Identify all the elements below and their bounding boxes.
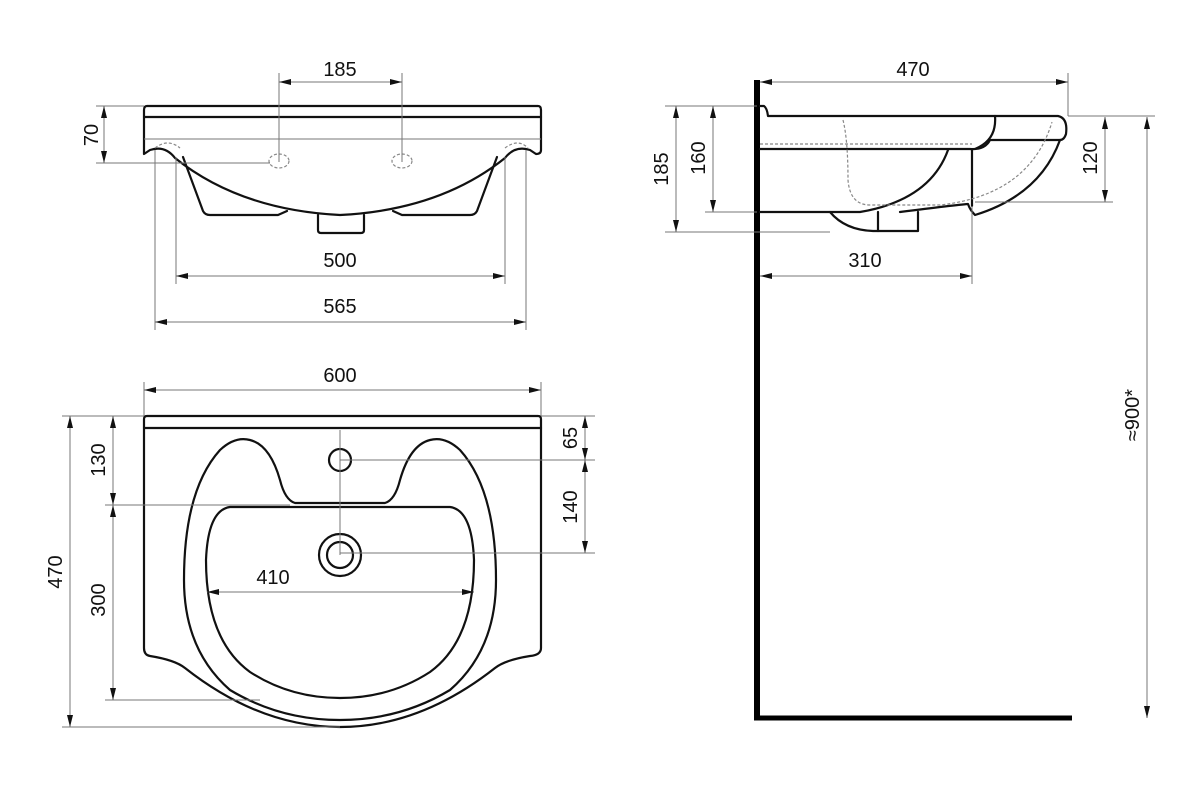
dim-tap-to-drain: 140 bbox=[560, 490, 582, 523]
dim-inner-width: 500 bbox=[323, 250, 356, 272]
dim-side-depth: 470 bbox=[896, 59, 929, 81]
dim-overall-depth: 470 bbox=[45, 555, 67, 588]
dim-mount-width: 565 bbox=[323, 296, 356, 318]
dim-total-height: 185 bbox=[651, 152, 673, 185]
dim-rim-height: 70 bbox=[81, 124, 103, 146]
dim-overall-width: 600 bbox=[323, 365, 356, 387]
dim-front-height: 120 bbox=[1080, 141, 1102, 174]
dim-bracket-depth: 310 bbox=[848, 250, 881, 272]
side-view: 470 185 160 120 310 ≈900* bbox=[651, 59, 1155, 721]
top-view: 600 470 130 300 65 140 410 bbox=[45, 365, 595, 729]
dim-faucet-to-bowl: 130 bbox=[88, 443, 110, 476]
dim-body-height: 160 bbox=[688, 141, 710, 174]
dim-install-height: ≈900* bbox=[1122, 389, 1144, 441]
dim-faucet-spacing: 185 bbox=[323, 59, 356, 81]
front-view: 185 70 500 565 bbox=[81, 59, 543, 330]
dim-bowl-depth: 300 bbox=[88, 583, 110, 616]
dim-back-to-tap: 65 bbox=[560, 427, 582, 449]
dim-bowl-width: 410 bbox=[256, 567, 289, 589]
